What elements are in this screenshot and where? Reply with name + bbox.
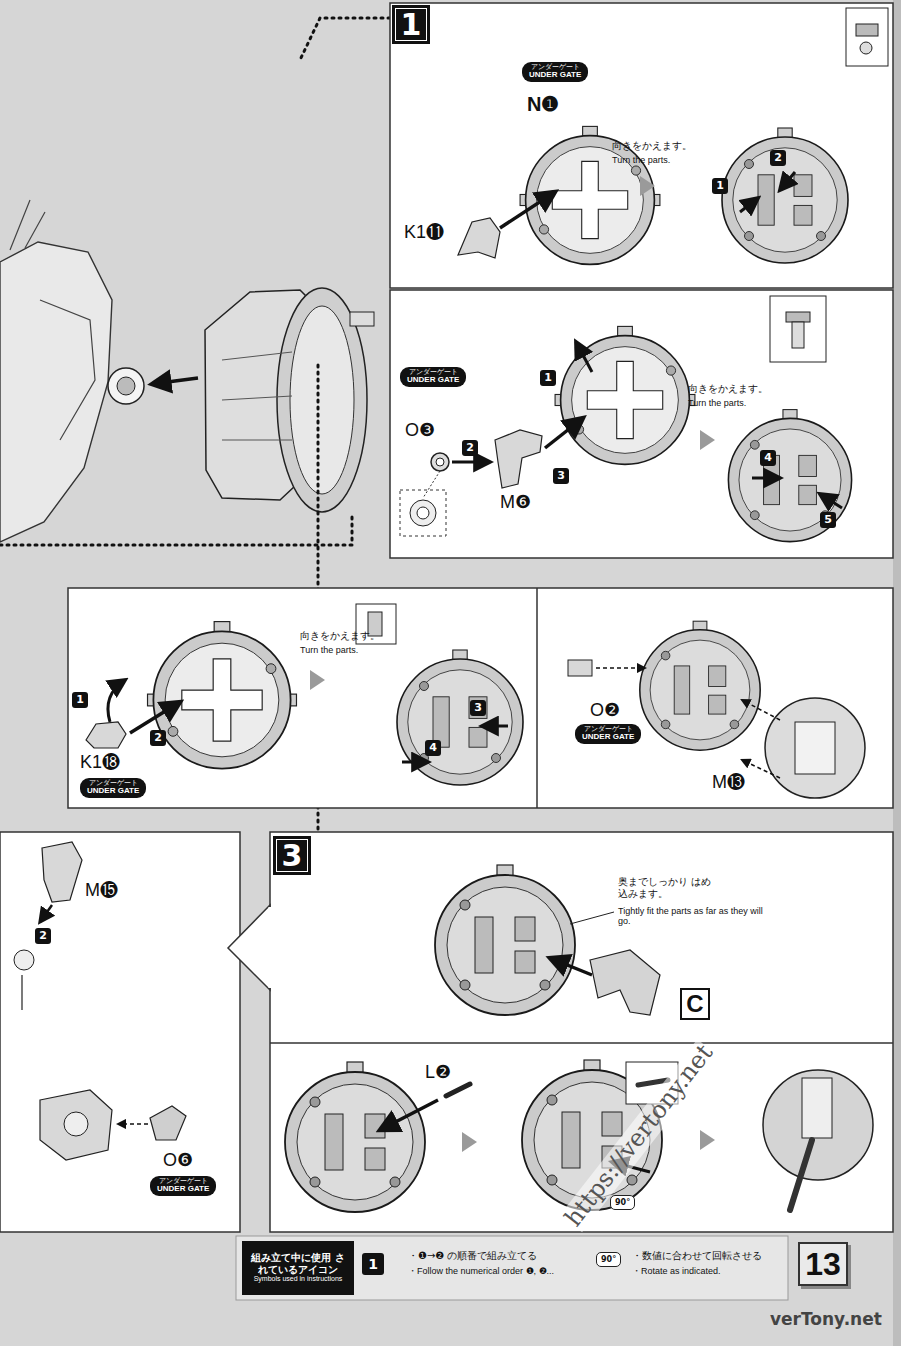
rotate-icon: 90° xyxy=(596,1252,621,1267)
under-gate-badge: アンダーゲートUNDER GATE xyxy=(522,62,588,82)
subassembly-letter: C xyxy=(680,988,710,1020)
callout-number: 3 xyxy=(470,700,486,716)
part-name: K1⓲ xyxy=(80,752,120,773)
node-text: アンダーゲート xyxy=(409,369,458,376)
instruction-note: Tightly fit the parts as far as they wil… xyxy=(618,906,768,927)
callout-number: 2 xyxy=(770,150,786,166)
callout-number: 2 xyxy=(150,730,166,746)
under-gate-badge: アンダーゲートUNDER GATE xyxy=(80,778,146,798)
node-text: UNDER GATE xyxy=(582,733,634,741)
legend-text: ・Follow the numerical order ❶, ❷... xyxy=(408,1266,554,1276)
part-name: L❷ xyxy=(425,1062,451,1083)
node-text: UNDER GATE xyxy=(407,376,459,384)
node-text: 1 xyxy=(401,7,422,42)
part-name: N❶ xyxy=(527,93,559,116)
callout-number: 1 xyxy=(72,692,88,708)
callout-number: 4 xyxy=(425,740,441,756)
symbols-legend-box: 組み立て中に使用 されているアイコンSymbols used in instru… xyxy=(242,1241,354,1295)
page-number: 13 xyxy=(798,1242,848,1286)
node-text: C xyxy=(686,990,703,1018)
node-text: 組み立て中に使用 されているアイコン xyxy=(247,1252,349,1275)
node-text: アンダーゲート xyxy=(89,780,138,787)
part-name: M⓯ xyxy=(85,880,118,901)
part-name: O❷ xyxy=(590,700,620,721)
callout-number: 1 xyxy=(540,370,556,386)
node-text: 3 xyxy=(282,838,303,873)
callout-number: 1 xyxy=(712,178,728,194)
part-name: M⓭ xyxy=(712,772,745,793)
part-name: O❻ xyxy=(163,1150,193,1171)
node-text: UNDER GATE xyxy=(157,1185,209,1193)
callout-number: 2 xyxy=(35,928,51,944)
legend-text: ・Rotate as indicated. xyxy=(632,1266,721,1276)
callout-number: 3 xyxy=(553,468,569,484)
node-text: UNDER GATE xyxy=(529,71,581,79)
part-name: M❻ xyxy=(500,492,531,513)
callout-number: 5 xyxy=(820,512,836,528)
instruction-note: 奥までしっかり はめ込みます。 xyxy=(618,876,713,899)
node-text: 13 xyxy=(805,1246,841,1283)
instruction-note: 向きをかえます。 xyxy=(300,630,380,642)
part-name: O❸ xyxy=(405,420,435,441)
callout-number: 4 xyxy=(760,450,776,466)
node-text: アンダーゲート xyxy=(531,64,580,71)
instruction-note: 向きをかえます。 xyxy=(688,383,768,395)
node-text: UNDER GATE xyxy=(87,787,139,795)
node-text: アンダーゲート xyxy=(159,1178,208,1185)
node-text: Symbols used in instructions xyxy=(254,1275,343,1283)
instruction-note: Turn the parts. xyxy=(688,398,746,408)
callout-number: 1 xyxy=(362,1253,384,1275)
step-number: 1 xyxy=(392,5,430,44)
legend-text: ・❶→❷ の順番で組み立てる xyxy=(408,1250,538,1262)
step-number: 3 xyxy=(273,836,311,875)
under-gate-badge: アンダーゲートUNDER GATE xyxy=(150,1176,216,1196)
instruction-note: Turn the parts. xyxy=(612,155,670,165)
rotate-icon: 90° xyxy=(610,1195,635,1210)
callout-number: 2 xyxy=(462,440,478,456)
watermark: verTony.net xyxy=(770,1310,882,1330)
legend-text: ・数値に合わせて回転させる xyxy=(632,1250,762,1262)
under-gate-badge: アンダーゲートUNDER GATE xyxy=(575,724,641,744)
instruction-note: 向きをかえます。 xyxy=(612,140,692,152)
under-gate-badge: アンダーゲートUNDER GATE xyxy=(400,367,466,387)
node-text: アンダーゲート xyxy=(584,726,633,733)
part-name: K1⓫ xyxy=(404,222,444,243)
instruction-note: Turn the parts. xyxy=(300,645,358,655)
